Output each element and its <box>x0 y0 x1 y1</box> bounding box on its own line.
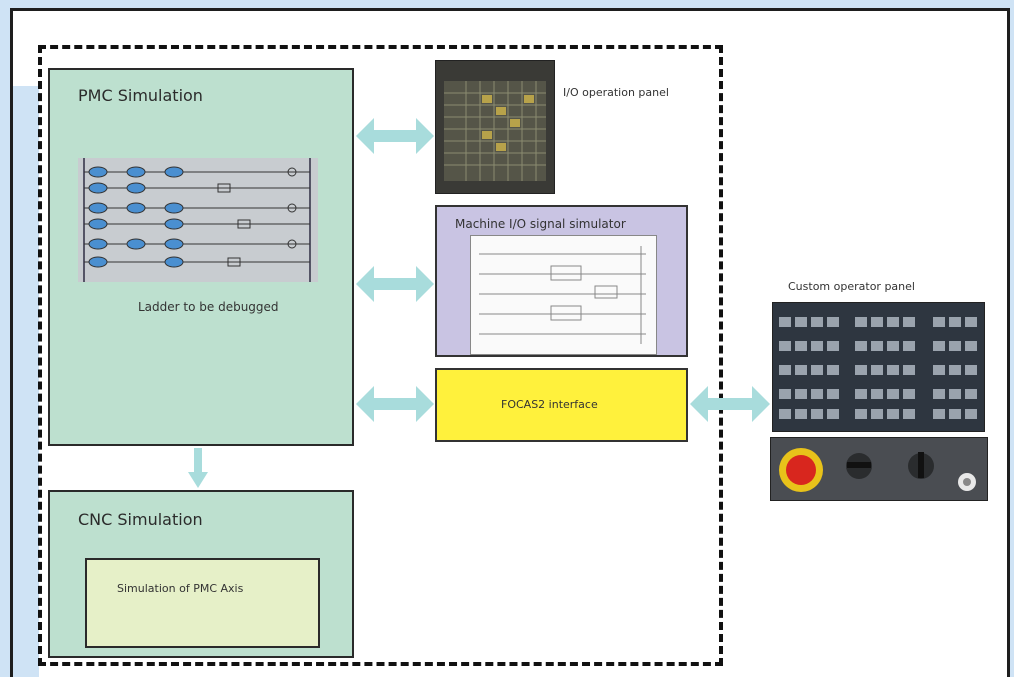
custom-operator-panel-controls <box>770 437 988 501</box>
custom-operator-panel-keys <box>772 302 985 432</box>
io-panel-grid <box>444 81 546 181</box>
pmc-simulation-title: PMC Simulation <box>78 86 203 105</box>
emergency-stop-icon <box>786 455 816 485</box>
ladder-caption: Ladder to be debugged <box>138 300 279 314</box>
arrow-pmc-to-cnc <box>188 448 208 488</box>
signal-simulator-diagram <box>479 246 646 344</box>
arrow-focas-pmc <box>356 386 434 422</box>
signal-simulator-title: Machine I/O signal simulator <box>455 217 626 231</box>
custom-panel-keypad <box>779 317 977 419</box>
focas2-interface-label: FOCAS2 interface <box>501 398 598 411</box>
simulation-boundary <box>38 45 723 666</box>
io-panel-label: I/O operation panel <box>563 86 669 99</box>
ladder-diagram-image <box>78 158 318 282</box>
arrow-custom-panel-focas <box>690 386 770 422</box>
io-operation-panel-image <box>435 60 555 194</box>
pmc-axis-label: Simulation of PMC Axis <box>117 582 244 595</box>
custom-panel-controls <box>779 448 976 492</box>
arrow-signal-sim-pmc <box>356 266 434 302</box>
custom-panel-label: Custom operator panel <box>788 280 915 293</box>
cnc-simulation-title: CNC Simulation <box>78 510 203 529</box>
ladder-diagram <box>83 158 311 282</box>
pmc-axis-box: Simulation of PMC Axis <box>85 558 320 648</box>
pmc-simulation-box: PMC Simulation Ladder to be debugged <box>48 68 354 446</box>
arrow-io-panel-pmc <box>356 118 434 154</box>
left-strip <box>13 86 39 677</box>
signal-simulator-screen <box>470 235 657 355</box>
focas2-interface-box: FOCAS2 interface <box>435 368 688 442</box>
